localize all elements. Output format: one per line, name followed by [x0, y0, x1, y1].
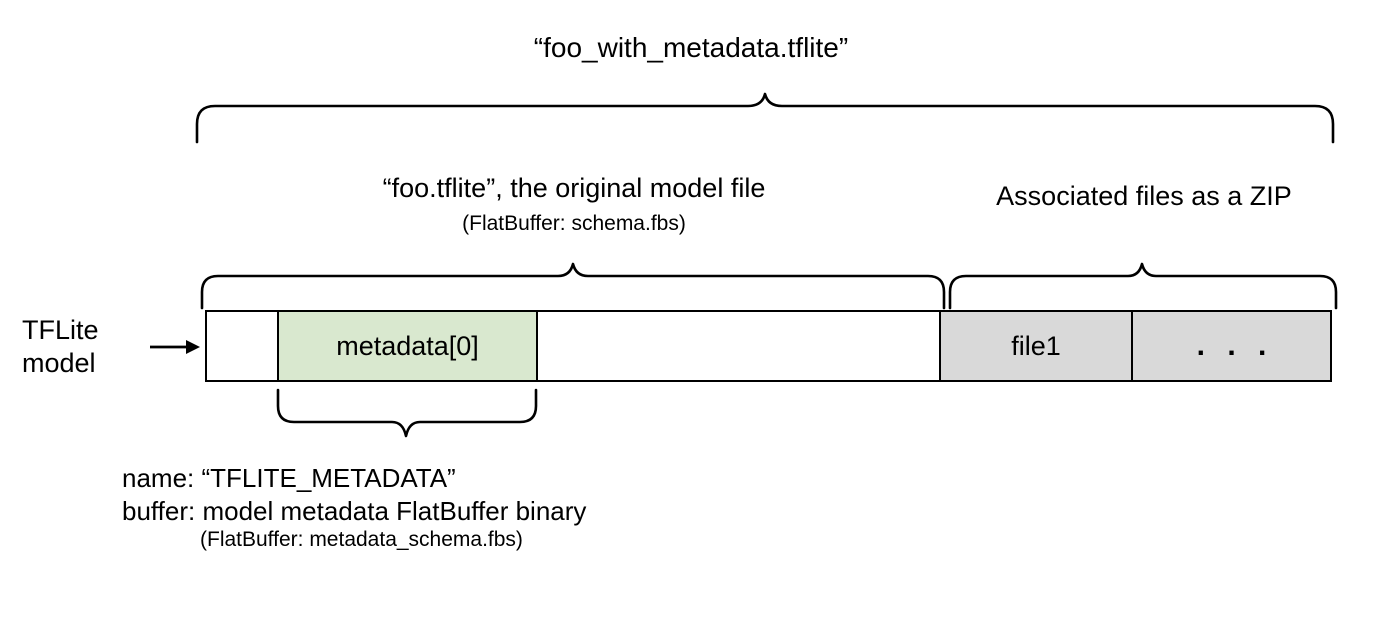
segment-file1[interactable]: file1 [941, 312, 1133, 380]
metadata-note-buffer: buffer: model metadata FlatBuffer binary [122, 495, 587, 526]
metadata-note-name: name: “TFLITE_METADATA” [122, 463, 456, 493]
right-arrow-icon [148, 336, 202, 358]
metadata-brace [272, 388, 548, 446]
tflite-model-label-line2: model [22, 347, 96, 378]
segment-more-files[interactable]: . . . [1133, 312, 1330, 380]
segment-metadata-0[interactable]: metadata[0] [279, 312, 538, 380]
segment-leading-blank [207, 312, 279, 380]
metadata-note: name: “TFLITE_METADATA” buffer: model me… [122, 462, 586, 553]
diagram-title: “foo_with_metadata.tflite” [533, 32, 849, 63]
zip-section-label: Associated files as a ZIP [996, 181, 1292, 211]
segment-model-body-blank [538, 312, 941, 380]
top-brace [190, 92, 1340, 144]
tflite-model-label-line1: TFLite [22, 315, 99, 345]
tflite-model-label: TFLite model [22, 314, 172, 380]
model-section-brace [196, 262, 956, 310]
zip-section-brace [944, 262, 1348, 310]
model-section-sublabel: (FlatBuffer: schema.fbs) [462, 212, 686, 235]
metadata-note-schema: (FlatBuffer: metadata_schema.fbs) [200, 528, 523, 551]
tflite-model-bar: metadata[0] file1 . . . [205, 310, 1332, 382]
model-section-label: “foo.tflite”, the original model file [382, 173, 766, 203]
